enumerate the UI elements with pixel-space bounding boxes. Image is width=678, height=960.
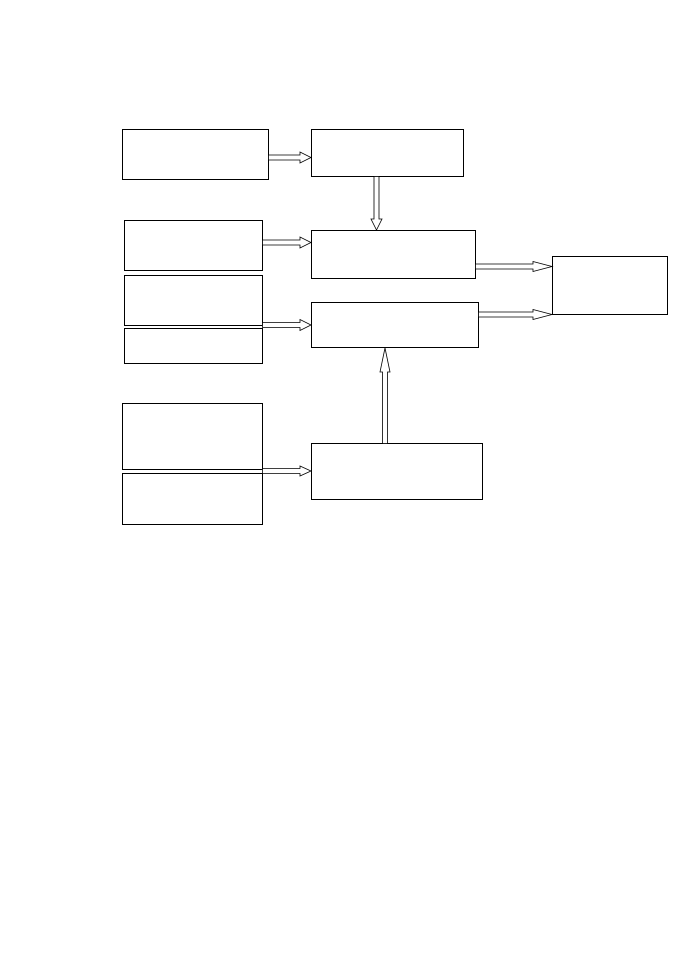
box-process-lower (311, 302, 479, 348)
box-stage-top (311, 129, 464, 177)
box-process-upper (311, 230, 476, 279)
box-input-d (124, 328, 263, 364)
arrow-stage-top-to-process-upper (370, 176, 383, 231)
arrow-process-lower-to-output (478, 308, 554, 321)
box-stage-bottom (311, 443, 483, 500)
arrow-input-a-to-stage-top (268, 151, 312, 164)
arrow-input-e-to-stage-bottom (262, 465, 312, 477)
arrow-input-b-to-process-upper (262, 236, 312, 249)
arrow-stage-bottom-to-process-lower (379, 347, 391, 444)
box-input-b (124, 220, 263, 271)
box-input-e (122, 403, 263, 470)
box-output (552, 256, 668, 315)
box-input-c (124, 275, 263, 326)
arrow-input-c-to-process-lower (262, 318, 312, 332)
arrow-process-upper-to-output (475, 260, 554, 273)
box-input-a (122, 129, 269, 180)
box-input-f (122, 473, 263, 525)
